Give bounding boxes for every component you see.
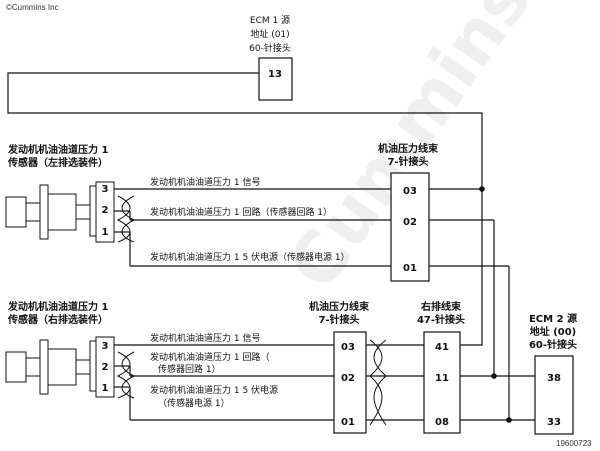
sensor-left-housing (47, 193, 77, 231)
sensor-right-body (5, 351, 27, 383)
right-to-ecm2-wires (460, 189, 535, 421)
sensor-left-hex (25, 202, 41, 222)
bottom-return-wire-label: 发动机机油油道压力 1 回路（ (150, 351, 269, 363)
sensor-right-pin-3: 3 (102, 341, 109, 352)
ecm1-title: ECM 1 源 (250, 15, 290, 26)
sensor-right-subtitle: 传感器（右排选装件） (7, 313, 108, 326)
harness-mid-connector: 机油压力线束 7-针接头 03 02 01 (309, 300, 370, 434)
sensor-right-connector (95, 336, 115, 398)
sensor-right-hex (25, 357, 41, 377)
ecm2-address: 地址 (00) (530, 325, 577, 338)
top-harness-out-wires (429, 188, 510, 420)
top-supply-wire-label: 发动机机油油道压力 1 5 伏电源（传感器电源 1） (150, 251, 350, 263)
ecm2-box (534, 355, 574, 435)
ecm1-connector-label: 60-针接头 (249, 42, 291, 54)
sensor-right-housing (47, 348, 77, 386)
bottom-return-wire-label-2: 传感器回路 1） (158, 363, 221, 375)
harness-right-pin-41: 41 (435, 342, 449, 353)
harness-top-pin-02: 02 (403, 217, 417, 228)
harness-mid-pin-03: 03 (341, 342, 355, 353)
ecm1-box (258, 57, 293, 101)
sensor-right-flange (39, 339, 49, 395)
top-signal-wire-label: 发动机机油油道压力 1 信号 (150, 176, 260, 188)
sensor-left-neck (75, 204, 91, 220)
top-return-wire-label: 发动机机油油道压力 1 回路（传感器回路 1） (150, 206, 332, 218)
sensor-right-collar (89, 340, 97, 392)
harness-top-subtitle: 7-针接头 (387, 155, 428, 168)
harness-right-title: 右排线束 (420, 300, 462, 313)
ecm2-title: ECM 2 源 (529, 312, 577, 325)
harness-right-subtitle: 47-针接头 (417, 313, 465, 326)
sensor-right-title: 发动机机油油道压力 1 (7, 300, 108, 313)
harness-top-title: 机油压力线束 (378, 142, 439, 155)
harness-mid-pin-02: 02 (341, 373, 355, 384)
sensor-right: 发动机机油油道压力 1 传感器（右排选装件） 3 2 1 (5, 300, 115, 398)
sensor-left-subtitle: 传感器（左排选装件） (7, 156, 108, 169)
sensor-left-title: 发动机机油油道压力 1 (7, 143, 108, 156)
sensor-left-connector (95, 181, 115, 243)
ecm2-connector-label: 60-针接头 (529, 338, 577, 351)
harness-right-connector: 右排线束 47-针接头 41 11 08 (417, 300, 465, 434)
harness-mid-box (333, 331, 367, 434)
ecm2-connector: ECM 2 源 地址 (00) 60-针接头 38 33 (529, 312, 577, 435)
sensor-left-pin-3: 3 (102, 184, 109, 195)
junction-supply (506, 417, 512, 423)
harness-top-box (390, 172, 430, 282)
ecm1-address: 地址 (01) (250, 28, 289, 40)
twist-symbol-top (116, 195, 136, 243)
harness-right-pin-11: 11 (435, 373, 449, 384)
bottom-supply-wire-label: 发动机机油油道压力 1 5 伏电源 (150, 384, 278, 396)
harness-right-box (423, 331, 461, 434)
sensor-left-collar (89, 185, 97, 237)
harness-top-connector: 机油压力线束 7-针接头 03 02 01 (378, 142, 439, 282)
harness-mid-pin-01: 01 (341, 417, 355, 428)
sensor-right-pin-2: 2 (102, 362, 109, 373)
twist-symbol-bottom (116, 351, 136, 399)
junction-return (491, 373, 497, 379)
figure-id: 19600723 (556, 439, 592, 448)
top-wires (114, 188, 391, 267)
sensor-right-pin-1: 1 (102, 383, 109, 394)
twist-symbol-mid (369, 339, 387, 426)
sensor-left-pin-1: 1 (102, 227, 109, 238)
ecm1-connector: ECM 1 源 地址 (01) 60-针接头 13 (249, 15, 293, 101)
sensor-left-body (5, 196, 27, 228)
ecm2-pin-33: 33 (547, 417, 561, 428)
sensor-right-neck (75, 359, 91, 375)
sensor-left: 发动机机油油道压力 1 传感器（左排选装件） 3 2 1 (5, 143, 115, 243)
bottom-signal-wire-label: 发动机机油油道压力 1 信号 (150, 332, 260, 344)
harness-right-pin-08: 08 (435, 417, 449, 428)
harness-mid-subtitle: 7-针接头 (318, 313, 359, 326)
mid-to-right-wires (366, 344, 424, 421)
harness-mid-title: 机油压力线束 (309, 300, 370, 313)
sensor-left-flange (39, 184, 49, 240)
ecm2-pin-38: 38 (547, 373, 561, 384)
bottom-wires (114, 344, 334, 421)
bottom-supply-wire-label-2: （传感器电源 1） (158, 397, 230, 409)
ecm1-wire (7, 72, 483, 188)
copyright-text: ©Cummins Inc (6, 3, 59, 12)
sensor-left-pin-2: 2 (102, 205, 109, 216)
harness-top-pin-03: 03 (403, 186, 417, 197)
ecm1-pin-13: 13 (268, 69, 282, 80)
harness-top-pin-01: 01 (403, 263, 417, 274)
